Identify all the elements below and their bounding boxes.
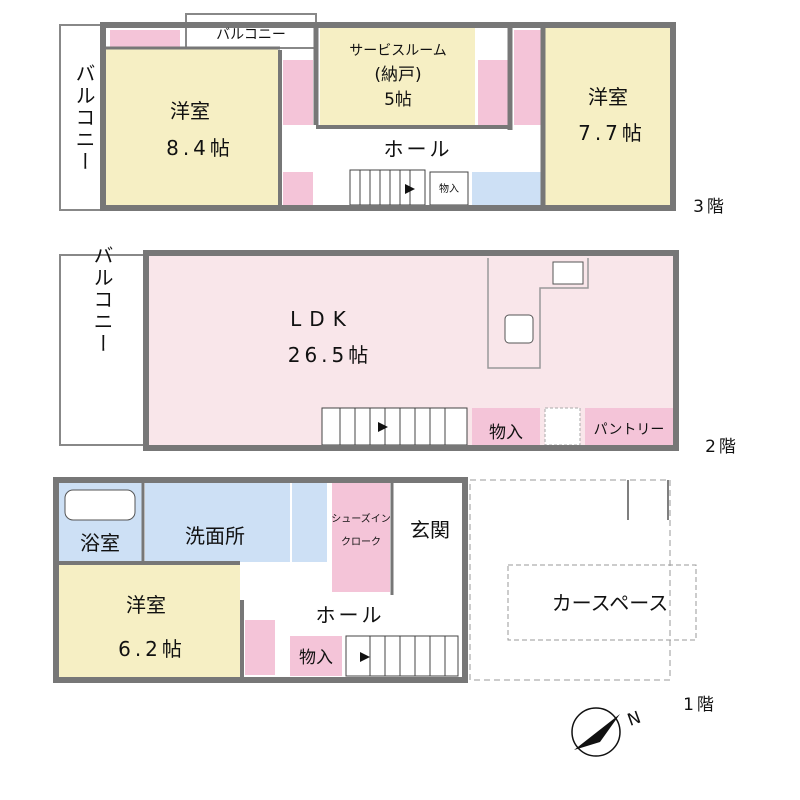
hall-3f-label: ホール — [384, 137, 453, 161]
closet-3f-d — [478, 60, 508, 125]
fridge-space — [544, 407, 581, 446]
west-room-3f-size: 8.4帖 — [166, 136, 234, 160]
stairs-3f — [349, 169, 426, 206]
floor-1-label: 1階 — [683, 695, 717, 715]
balcony-3f-left — [59, 24, 104, 211]
shoes-closet-line2: クローク — [341, 536, 381, 548]
wall-1f — [53, 477, 468, 683]
closet-3f-b — [283, 60, 313, 125]
compass-letter: N — [625, 708, 644, 731]
room-1f-name: 洋室 — [126, 593, 166, 617]
washroom-1f — [145, 482, 290, 562]
floor-2-label: 2階 — [705, 437, 739, 457]
wall-3f — [100, 22, 676, 211]
car-space-box — [507, 564, 697, 641]
closet-3f-a — [110, 30, 180, 48]
bathtub-icon — [64, 489, 136, 521]
carport-area — [469, 479, 671, 681]
service-room-line1: サービスルーム — [349, 43, 447, 59]
storage-3f — [429, 171, 469, 206]
balcony-2f — [59, 254, 146, 446]
storage-1f-label: 物入 — [299, 648, 333, 668]
pantry-label: パントリー — [594, 422, 665, 438]
stairs-2f — [321, 407, 468, 446]
room-1f-size: 6.2帖 — [118, 637, 186, 661]
east-room-3f — [545, 28, 670, 205]
floor-3-label: 3階 — [693, 197, 727, 217]
service-room-line2: (納戸) — [374, 65, 421, 85]
kitchen-counter — [487, 258, 589, 369]
room-1f — [58, 565, 240, 677]
carport-label: カースペース — [552, 591, 669, 615]
storage-2f-label: 物入 — [489, 423, 523, 443]
entrance-label: 玄関 — [410, 518, 450, 542]
west-room-3f-name: 洋室 — [170, 99, 210, 123]
washroom-label: 洗面所 — [185, 524, 245, 548]
closet-3f-e — [514, 30, 542, 125]
floor-1 — [53, 477, 697, 683]
toilet-3f — [472, 172, 542, 205]
ldk-name: LDK — [290, 307, 354, 331]
hall-1f-label: ホール — [316, 603, 385, 627]
floor-2 — [59, 250, 679, 451]
east-room-3f-size: 7.7帖 — [578, 121, 646, 145]
shoes-closet-line1: シューズイン — [331, 512, 391, 525]
service-room-3f — [320, 28, 475, 125]
closet-1f — [245, 620, 275, 675]
stove-icon — [552, 261, 584, 285]
storage-1f — [290, 636, 342, 676]
pantry-2f — [585, 408, 673, 445]
ldk-size: 26.5帖 — [288, 343, 373, 367]
balcony-3f-left-label: バルコニー — [72, 63, 96, 173]
storage-3f-label: 物入 — [439, 182, 459, 195]
east-room-3f-name: 洋室 — [588, 85, 628, 109]
sink-icon — [504, 314, 534, 344]
balcony-3f-top-label: バルコニー — [216, 27, 286, 43]
shoes-closet — [332, 482, 390, 592]
toilet-1f — [292, 482, 327, 562]
closet-3f-c — [283, 172, 313, 205]
floor-3 — [59, 13, 676, 211]
stairs-1f — [345, 635, 459, 677]
bath-label: 浴室 — [80, 531, 120, 555]
west-room-3f — [106, 48, 278, 205]
wall-2f — [143, 250, 679, 451]
compass-icon: N — [571, 707, 644, 757]
service-room-line3: 5帖 — [384, 90, 412, 110]
storage-2f — [472, 408, 540, 445]
balcony-2f-label: バルコニー — [90, 245, 114, 355]
